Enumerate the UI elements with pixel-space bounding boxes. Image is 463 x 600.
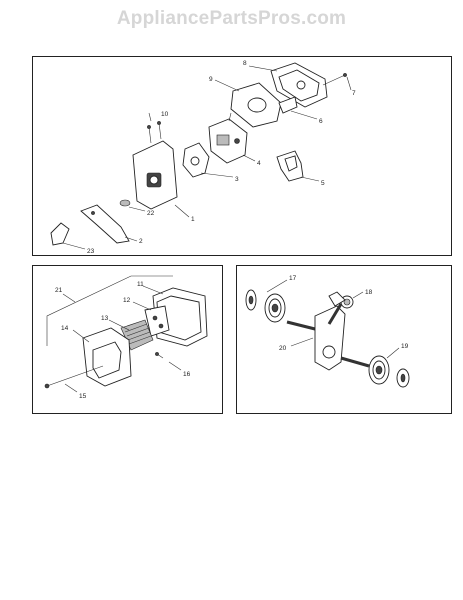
callout-6: 6 — [319, 118, 323, 125]
muffler-bolt — [46, 365, 104, 387]
callout-1: 1 — [191, 216, 195, 223]
crankshaft-web — [314, 305, 346, 371]
muffler-gasket — [144, 305, 170, 337]
callout-13: 13 — [101, 315, 109, 322]
grommet — [119, 199, 131, 207]
callout-18: 18 — [365, 289, 373, 296]
callout-10: 10 — [161, 111, 169, 118]
callout-8: 8 — [243, 60, 247, 67]
crankshaft-shaft-right — [340, 356, 370, 368]
carburetor-assembly-panel: 8 9 7 6 10 4 3 5 22 1 2 23 — [32, 56, 452, 256]
callout-4: 4 — [257, 160, 261, 167]
callout-20: 20 — [279, 345, 287, 352]
callout-9: 9 — [209, 76, 213, 83]
callout-3: 3 — [235, 176, 239, 183]
callout-19: 19 — [401, 343, 409, 350]
muffler-assembly-drawing: 21 11 12 13 14 16 15 — [44, 275, 208, 400]
mounting-bracket — [80, 204, 130, 244]
crankshaft-assembly-drawing: 17 18 20 19 — [245, 275, 410, 388]
callout-11: 11 — [137, 281, 144, 288]
callout-22: 22 — [147, 210, 155, 217]
crankshaft-shaft-left — [286, 320, 320, 332]
callout-12: 12 — [123, 297, 131, 304]
cover-screw — [322, 74, 346, 86]
callout-16: 16 — [183, 371, 191, 378]
watermark: AppliancePartsPros.com — [116, 8, 347, 29]
callout-17: 17 — [289, 275, 297, 282]
callout-2: 2 — [139, 238, 143, 245]
crankshaft-assembly-panel: 17 18 20 19 — [236, 265, 452, 414]
callout-15: 15 — [79, 393, 87, 400]
callout-5: 5 — [321, 180, 325, 187]
callout-21: 21 — [55, 287, 63, 294]
callout-14: 14 — [61, 325, 69, 332]
retaining-clip — [50, 222, 70, 246]
callout-23: 23 — [87, 248, 95, 255]
carburetor-assembly-drawing: 8 9 7 6 10 4 3 5 22 1 2 23 — [50, 60, 356, 255]
callout-7: 7 — [352, 90, 356, 97]
muffler-assembly-panel: 21 11 12 13 14 16 15 — [32, 265, 223, 414]
